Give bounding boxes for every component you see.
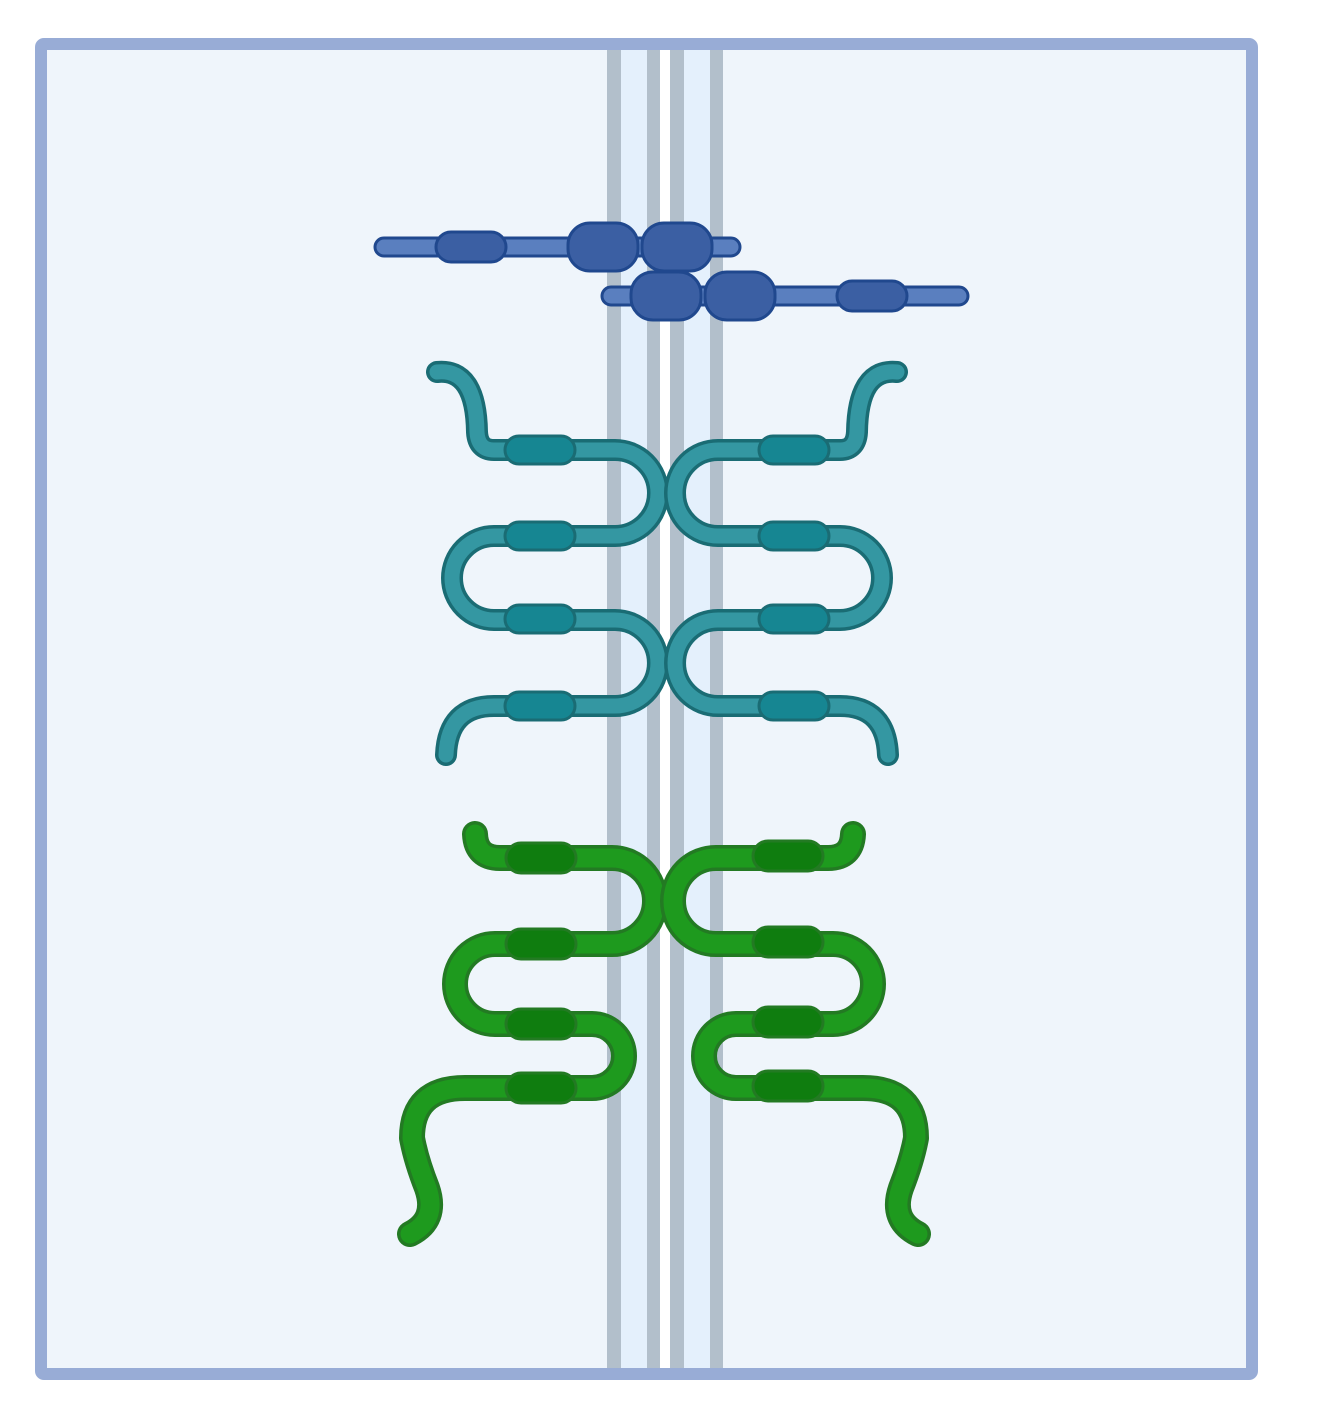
green-domain-left-3	[504, 1007, 578, 1041]
green-domain-right-2	[751, 925, 825, 959]
teal-domains	[503, 434, 831, 722]
teal-domain-left-3	[503, 603, 577, 635]
blue-large-domain-upper-1	[566, 221, 640, 273]
blue-large-domain-lower-2	[703, 270, 777, 322]
teal-domain-left-4	[503, 690, 577, 722]
membrane-stripe-3	[670, 50, 684, 1368]
blue-small-domain-upper	[434, 230, 508, 264]
blue-molecule-upper	[373, 221, 742, 273]
teal-strand-right	[667, 364, 905, 763]
teal-strand-left	[429, 364, 666, 763]
green-domains	[504, 839, 825, 1105]
green-domain-right-3	[751, 1005, 825, 1039]
teal-domain-right-2	[757, 520, 831, 552]
green-domain-right-1	[751, 839, 825, 873]
green-strand-left	[400, 824, 665, 1244]
teal-serpentine-protein-pair	[426, 360, 908, 766]
blue-molecule-lower	[600, 270, 970, 322]
membrane-stripe-2	[647, 50, 660, 1368]
green-domain-left-2	[504, 927, 578, 961]
green-domain-left-4	[504, 1071, 578, 1105]
membrane-center	[660, 50, 670, 1368]
teal-domain-right-3	[757, 603, 831, 635]
green-domain-left-1	[504, 841, 578, 875]
blue-adhesion-molecule-pair	[373, 221, 970, 322]
teal-domain-left-2	[503, 520, 577, 552]
green-serpentine-protein-pair	[397, 821, 931, 1247]
green-domain-right-4	[751, 1069, 825, 1103]
green-strand-right	[663, 824, 928, 1244]
blue-large-domain-upper-2	[640, 221, 714, 273]
teal-domain-left-1	[503, 434, 577, 466]
teal-domain-right-4	[757, 690, 831, 722]
blue-large-domain-lower-1	[629, 270, 703, 322]
blue-small-domain-lower	[835, 279, 909, 313]
teal-domain-right-1	[757, 434, 831, 466]
